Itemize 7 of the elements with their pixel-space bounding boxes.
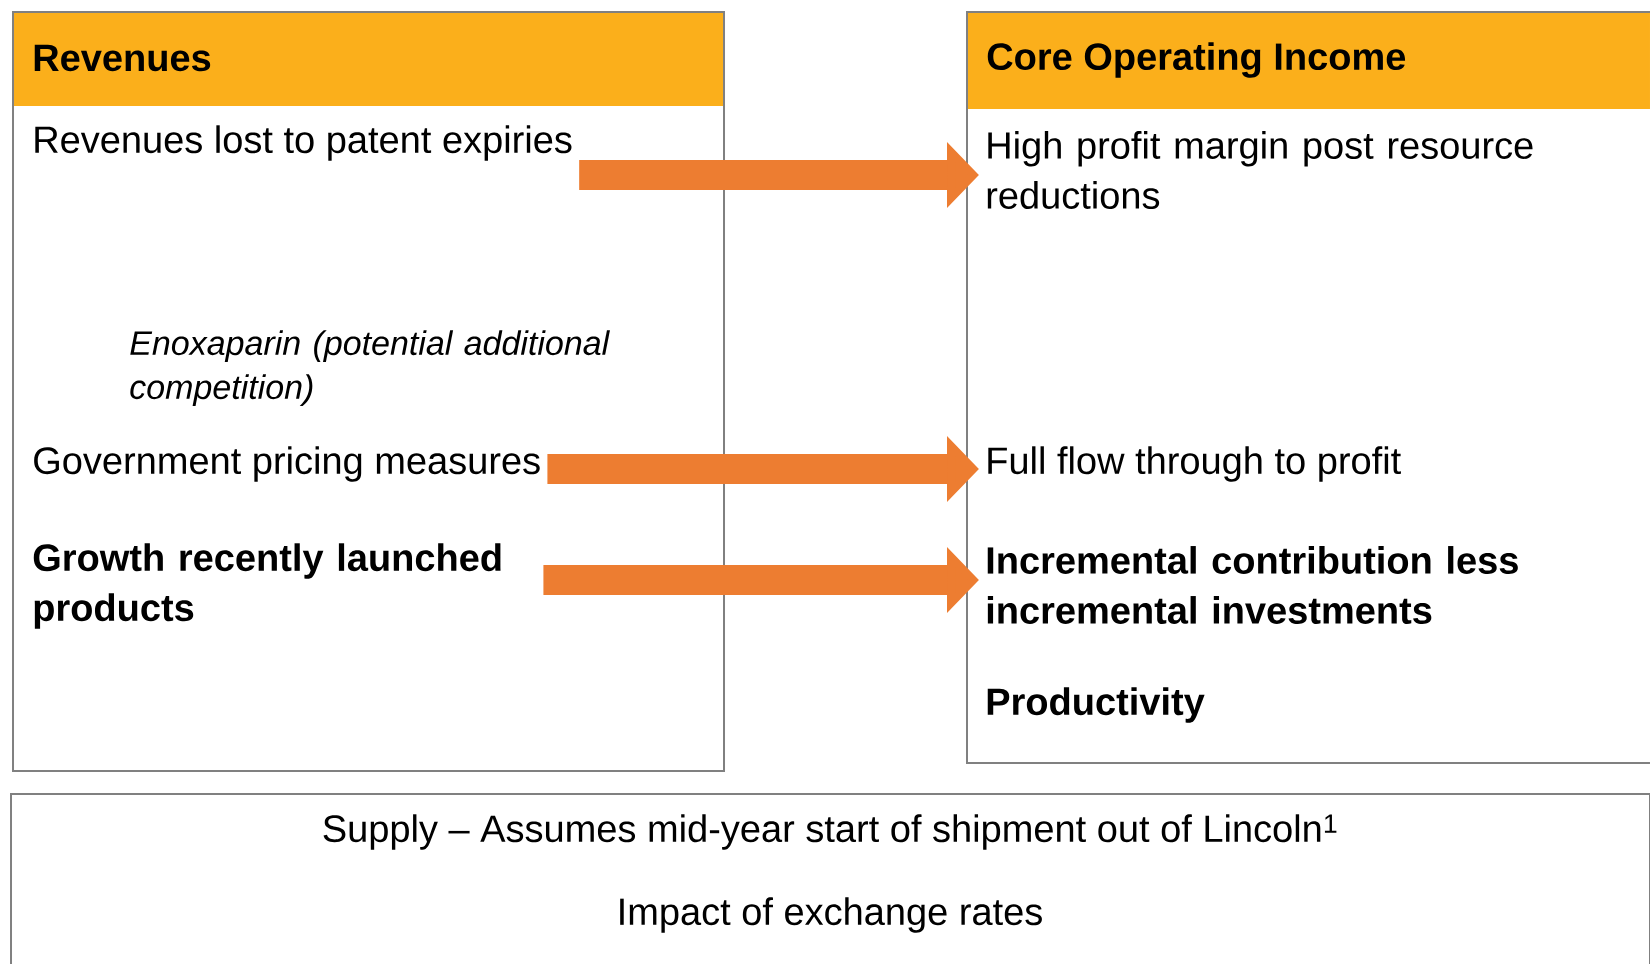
row-text: Revenues lost to patent expiries xyxy=(35,125,572,161)
row-text: Growth recently launched products xyxy=(33,543,501,629)
row-text: Full flow through to profit xyxy=(988,446,1401,482)
note-box: Supply – Assumes mid-year start of shipment out of Lincoln$^{1}$ Impact of exchange rates xyxy=(10,793,1650,964)
row-text: Incremental contribution less incremental investments xyxy=(987,546,1518,624)
row-text: High profit margin post resource reductions xyxy=(987,131,1533,209)
row-text: Government pricing measures xyxy=(34,446,540,482)
